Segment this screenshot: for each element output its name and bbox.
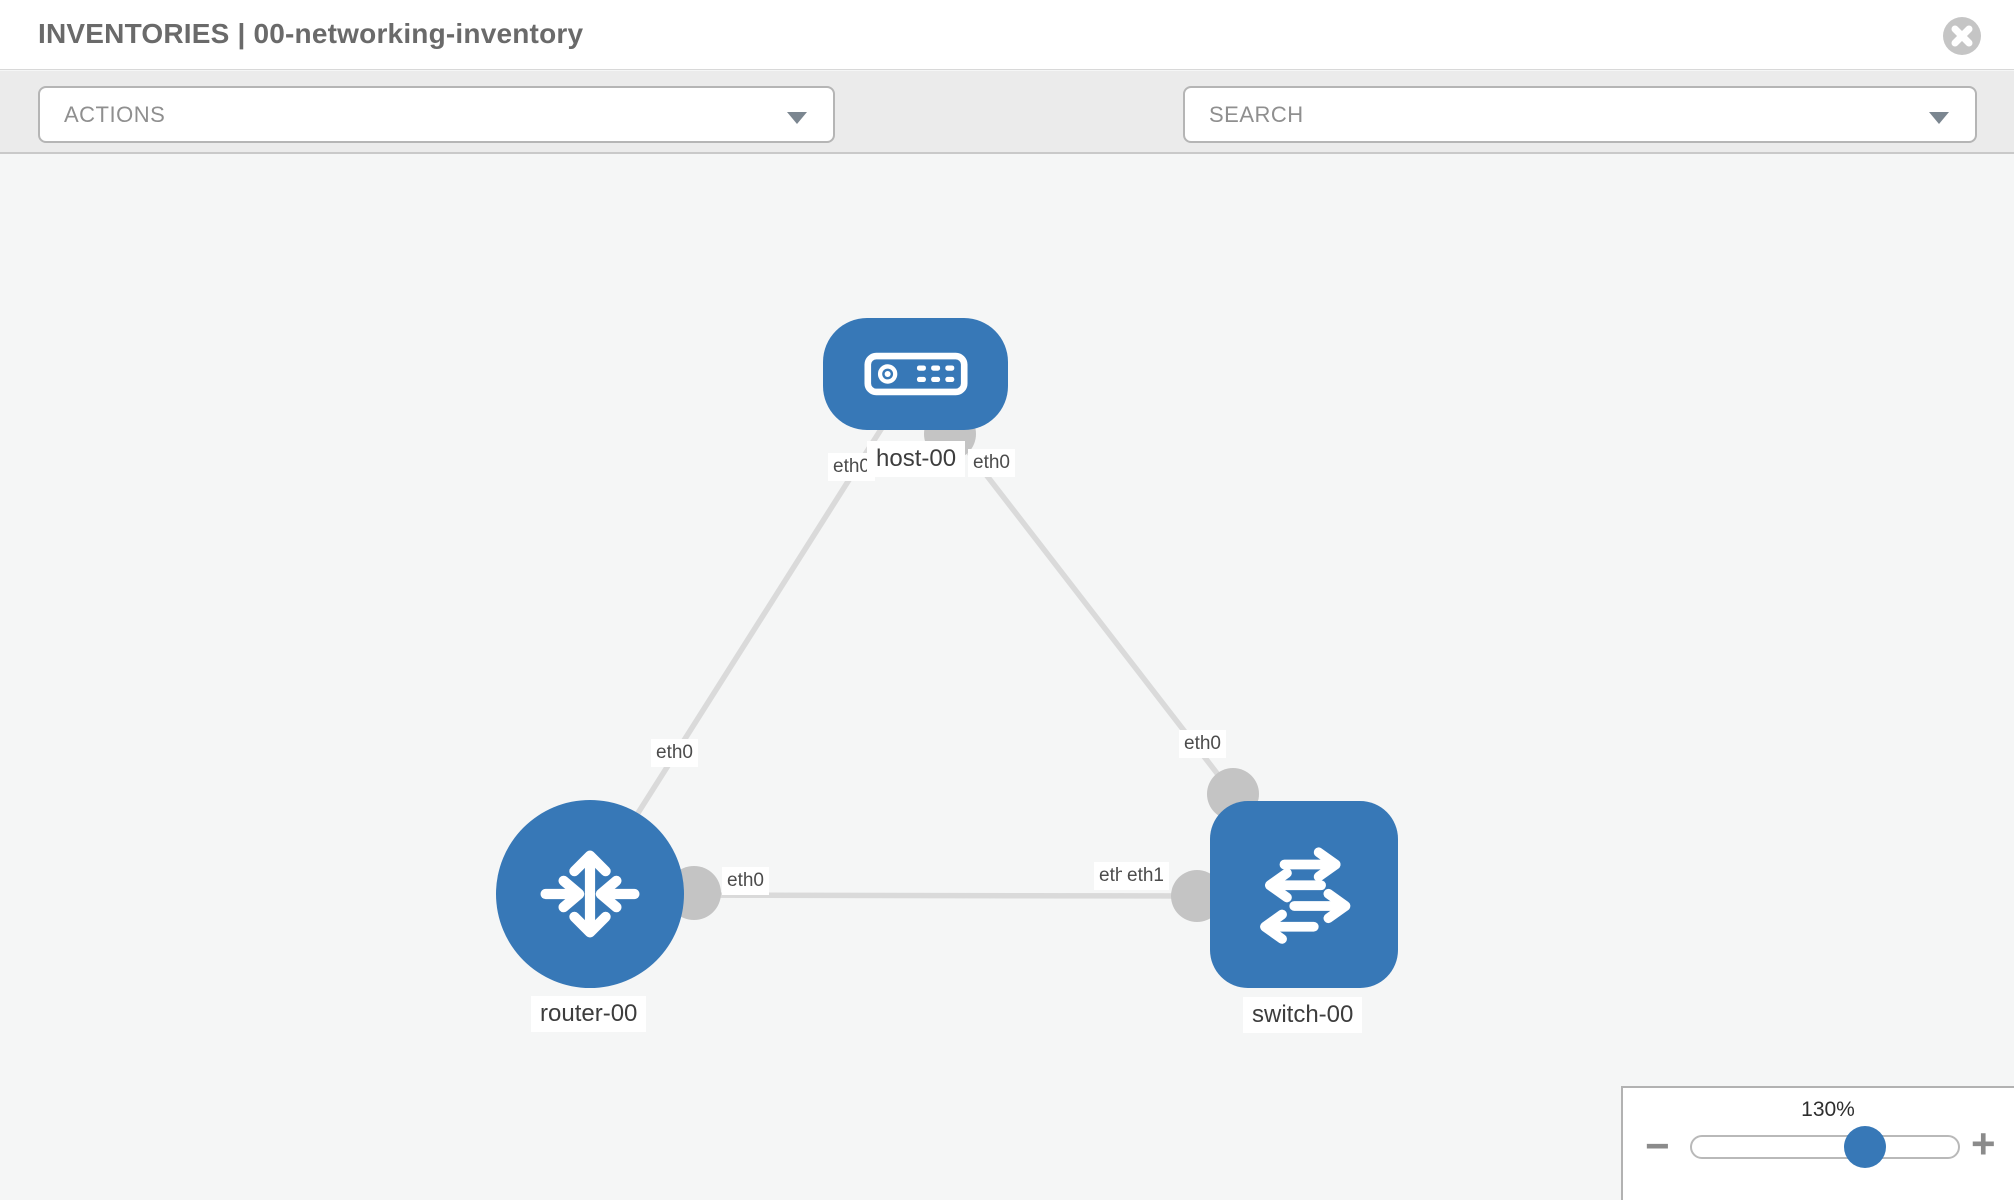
zoom-out-button[interactable]: − — [1645, 1122, 1670, 1169]
iface-label: eth1 — [1122, 862, 1169, 890]
router-icon — [540, 850, 640, 938]
link-host-router — [597, 421, 888, 875]
node-label-router: router-00 — [531, 996, 647, 1032]
links-layer — [589, 408, 1259, 922]
zoom-in-button[interactable]: + — [1971, 1120, 1996, 1167]
header: INVENTORIES | 00-networking-inventory — [0, 0, 2014, 70]
search-dropdown[interactable]: SEARCH — [1183, 86, 1977, 143]
iface-label: eth0 — [968, 449, 1015, 477]
host-icon — [863, 352, 968, 396]
zoom-slider[interactable] — [1690, 1135, 1960, 1159]
node-label-switch: switch-00 — [1243, 997, 1363, 1033]
iface-label: eth0 — [722, 867, 769, 895]
node-host-00[interactable] — [823, 318, 1008, 430]
switch-icon — [1260, 846, 1351, 944]
iface-label: eth0 — [1179, 730, 1226, 758]
search-dropdown-label: SEARCH — [1209, 101, 1304, 127]
zoom-slider-thumb[interactable] — [1844, 1126, 1886, 1168]
toolbar: ACTIONS SEARCH — [0, 71, 2014, 207]
actions-dropdown-label: ACTIONS — [64, 101, 166, 127]
node-router-00[interactable] — [496, 800, 684, 988]
zoom-level: 130% — [1801, 1098, 1855, 1121]
chevron-down-icon — [1929, 112, 1949, 124]
iface-label: eth0 — [651, 739, 698, 767]
zoom-panel: 130% − + — [1621, 1086, 2014, 1200]
node-label-host: host-00 — [867, 441, 966, 477]
chevron-down-icon — [787, 112, 807, 124]
topology-canvas[interactable]: eth0 eth0 eth0 eth0 eth0 eth0 eth1 host-… — [0, 156, 2014, 1200]
page-title: INVENTORIES | 00-networking-inventory — [38, 18, 584, 49]
actions-dropdown[interactable]: ACTIONS — [38, 86, 835, 143]
node-switch-00[interactable] — [1210, 801, 1398, 988]
close-icon — [1951, 25, 1973, 47]
close-button[interactable] — [1943, 17, 1981, 55]
